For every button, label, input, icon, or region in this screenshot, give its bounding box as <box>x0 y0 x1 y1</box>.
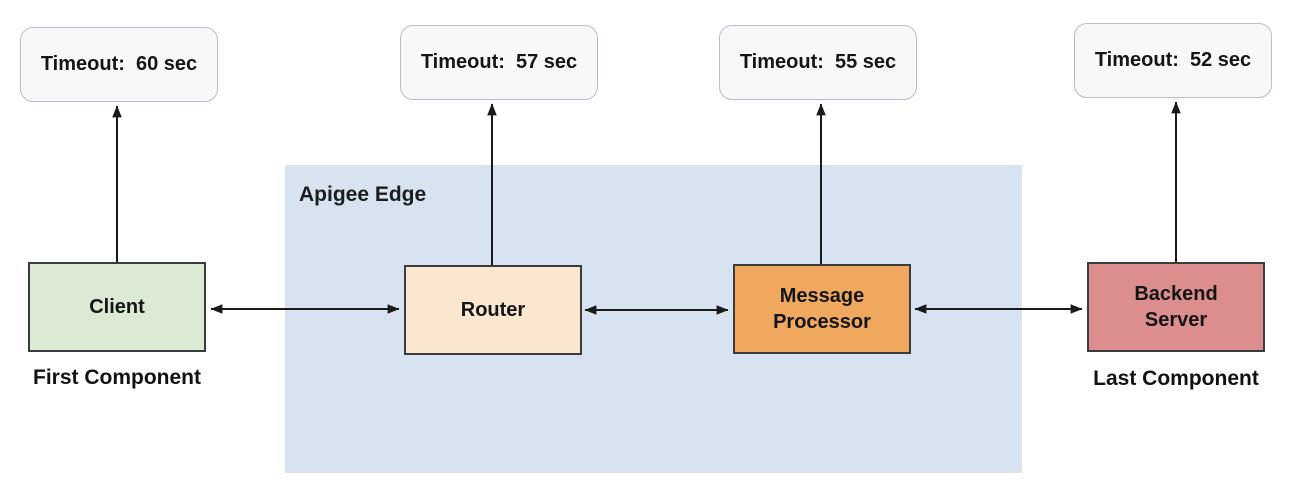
component-client: Client <box>28 262 206 352</box>
component-message-processor: Message Processor <box>733 264 911 354</box>
timeout-box-message-processor: Timeout: 55 sec <box>719 25 917 100</box>
component-label-backend-server: Backend Server <box>1134 283 1218 331</box>
apigee-edge-region: Apigee Edge <box>285 165 1022 473</box>
timeout-box-client: Timeout: 60 sec <box>20 27 218 102</box>
component-label-message-processor: Message Processor <box>773 285 871 333</box>
timeout-label-client: Timeout: 60 sec <box>40 53 198 75</box>
timeout-label-backend-server: Timeout: 52 sec <box>1094 49 1252 71</box>
timeout-label-message-processor: Timeout: 55 sec <box>739 51 897 73</box>
component-router: Router <box>404 265 582 355</box>
component-label-router: Router <box>460 299 526 321</box>
component-backend-server: Backend Server <box>1087 262 1265 352</box>
timeout-label-router: Timeout: 57 sec <box>420 51 578 73</box>
first-component-label: First Component <box>33 366 201 389</box>
timeout-box-backend-server: Timeout: 52 sec <box>1074 23 1272 98</box>
apigee-edge-label: Apigee Edge <box>299 183 427 206</box>
last-component-label: Last Component <box>1093 367 1259 390</box>
component-label-client: Client <box>89 296 145 318</box>
timeout-box-router: Timeout: 57 sec <box>400 25 598 100</box>
